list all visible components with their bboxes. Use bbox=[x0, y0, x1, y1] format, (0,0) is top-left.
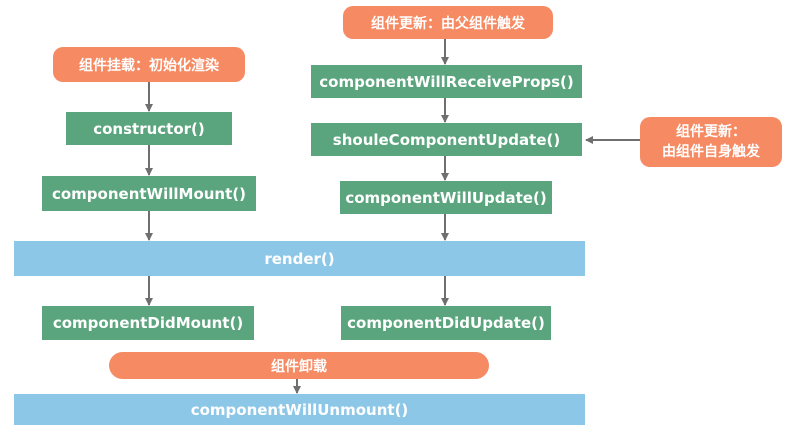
parent-update-event-label: 组件更新：由父组件触发 bbox=[343, 6, 553, 39]
mount-event-label: 组件挂载：初始化渲染 bbox=[53, 47, 245, 82]
component-will-receive-props-node: componentWillReceiveProps() bbox=[311, 65, 582, 98]
component-will-update-node: componentWillUpdate() bbox=[340, 181, 552, 214]
constructor-node: constructor() bbox=[66, 112, 232, 145]
component-did-update-node: componentDidUpdate() bbox=[341, 306, 551, 340]
render-node: render() bbox=[14, 241, 585, 276]
self-update-event-label: 组件更新： 由组件自身触发 bbox=[640, 117, 782, 167]
self-update-event-line1: 组件更新： bbox=[676, 124, 746, 140]
component-will-unmount-node: componentWillUnmount() bbox=[14, 394, 585, 425]
unmount-event-label: 组件卸载 bbox=[109, 352, 489, 379]
self-update-event-line2: 由组件自身触发 bbox=[662, 144, 760, 160]
component-did-mount-node: componentDidMount() bbox=[42, 306, 254, 340]
should-component-update-node: shouleComponentUpdate() bbox=[311, 123, 582, 156]
component-will-mount-node: componentWillMount() bbox=[42, 176, 256, 211]
